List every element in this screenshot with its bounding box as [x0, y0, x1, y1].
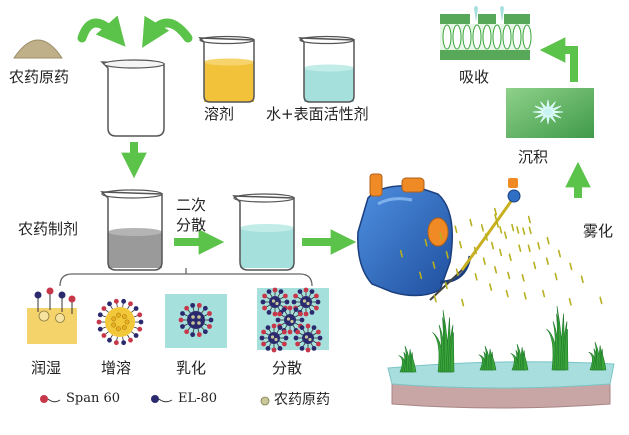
curved-arrows — [77, 15, 193, 48]
label-second-dispersion-2: 分散 — [176, 216, 207, 234]
legend-el80-label: EL-80 — [178, 391, 218, 406]
raw-pesticide-pile — [13, 39, 63, 59]
mechanism-bracket — [59, 268, 313, 287]
label-absorption: 吸收 — [459, 68, 490, 86]
legend-span60-label: Span 60 — [66, 391, 121, 406]
legend-el80-icon — [151, 395, 173, 403]
label-deposition: 沉积 — [518, 148, 549, 166]
legend-raw-label: 农药原药 — [274, 392, 330, 408]
dispersion-panel — [257, 287, 329, 353]
label-second-dispersion-1: 二次 — [176, 196, 207, 214]
diluted-beaker — [232, 193, 295, 271]
label-water-surfactant: 水+表面活性剂 — [266, 105, 369, 123]
formulation-beaker — [100, 189, 163, 271]
arrow-to-absorption — [539, 37, 578, 82]
deposition-leaf — [506, 88, 594, 138]
ground — [387, 361, 615, 409]
emulsification-panel — [165, 294, 227, 348]
label-dispersion: 分散 — [272, 359, 303, 377]
backpack-sprayer — [357, 173, 521, 301]
label-wetting: 润湿 — [31, 359, 62, 377]
absorption-cross-section — [440, 6, 532, 60]
grass-plants — [398, 305, 607, 373]
solvent-beaker — [198, 35, 255, 103]
water-surfactant-beaker — [298, 35, 355, 103]
label-atomization: 雾化 — [583, 222, 614, 240]
mixing-beaker — [100, 59, 165, 137]
wetting-panel — [27, 287, 77, 344]
solubilization-micelle — [96, 298, 144, 346]
legend-span60-icon — [40, 395, 61, 403]
label-solvent: 溶剂 — [204, 105, 235, 123]
legend — [40, 395, 270, 406]
label-formulation: 农药制剂 — [18, 220, 79, 238]
spray-mist — [399, 207, 603, 307]
label-solubilization: 增溶 — [101, 359, 132, 377]
legend-raw-icon — [260, 396, 270, 406]
label-emulsification: 乳化 — [176, 359, 207, 377]
label-raw-pesticide: 农药原药 — [9, 68, 70, 86]
